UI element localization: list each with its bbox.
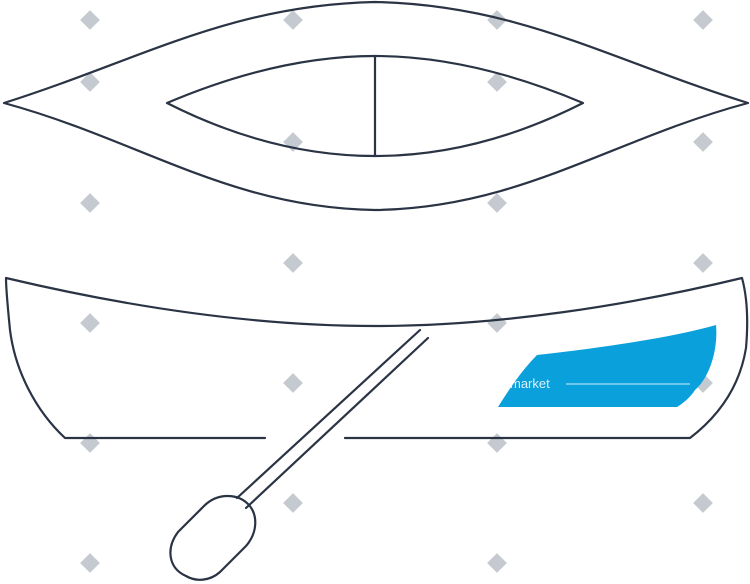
watermark-diamond-icon <box>693 253 713 273</box>
watermark-diamond-icon <box>487 193 507 213</box>
canoe-side-blue-stripe <box>498 325 717 407</box>
watermark-diamond-icon <box>283 10 303 30</box>
watermark-diamond-icon <box>487 433 507 453</box>
canoe-side-hull <box>4 276 749 440</box>
watermark-diamond-icon <box>283 253 303 273</box>
paddle-shaft-upper <box>244 336 430 510</box>
paddle-blade <box>169 494 257 581</box>
watermark-text: market <box>510 376 550 391</box>
watermark-diamond-icon <box>487 553 507 573</box>
canoe-top-outer-hull <box>2 0 750 212</box>
watermark-diamond-icon <box>80 313 100 333</box>
watermark-diamond-icon <box>487 72 507 92</box>
watermark-diamond-icon <box>80 72 100 92</box>
watermark-diamond-icon <box>693 10 713 30</box>
watermark-diamond-icon <box>693 493 713 513</box>
watermark-diamond-icon <box>487 313 507 333</box>
paddle <box>169 328 430 581</box>
watermark-diamond-icon <box>80 433 100 453</box>
canoe-side-view: market <box>4 276 749 440</box>
watermark-diamond-icon <box>693 132 713 152</box>
canoe-top-view <box>2 0 750 212</box>
watermark-diamond-icon <box>80 10 100 30</box>
watermark-diamond-icon <box>80 553 100 573</box>
watermark-diamond-icon <box>283 373 303 393</box>
watermark-pattern <box>80 10 713 573</box>
watermark-diamond-icon <box>80 193 100 213</box>
paddle-shaft <box>235 328 422 500</box>
canoe-top-cockpit <box>165 54 585 158</box>
watermark-diamond-icon <box>283 493 303 513</box>
watermark-diamond-icon <box>487 10 507 30</box>
